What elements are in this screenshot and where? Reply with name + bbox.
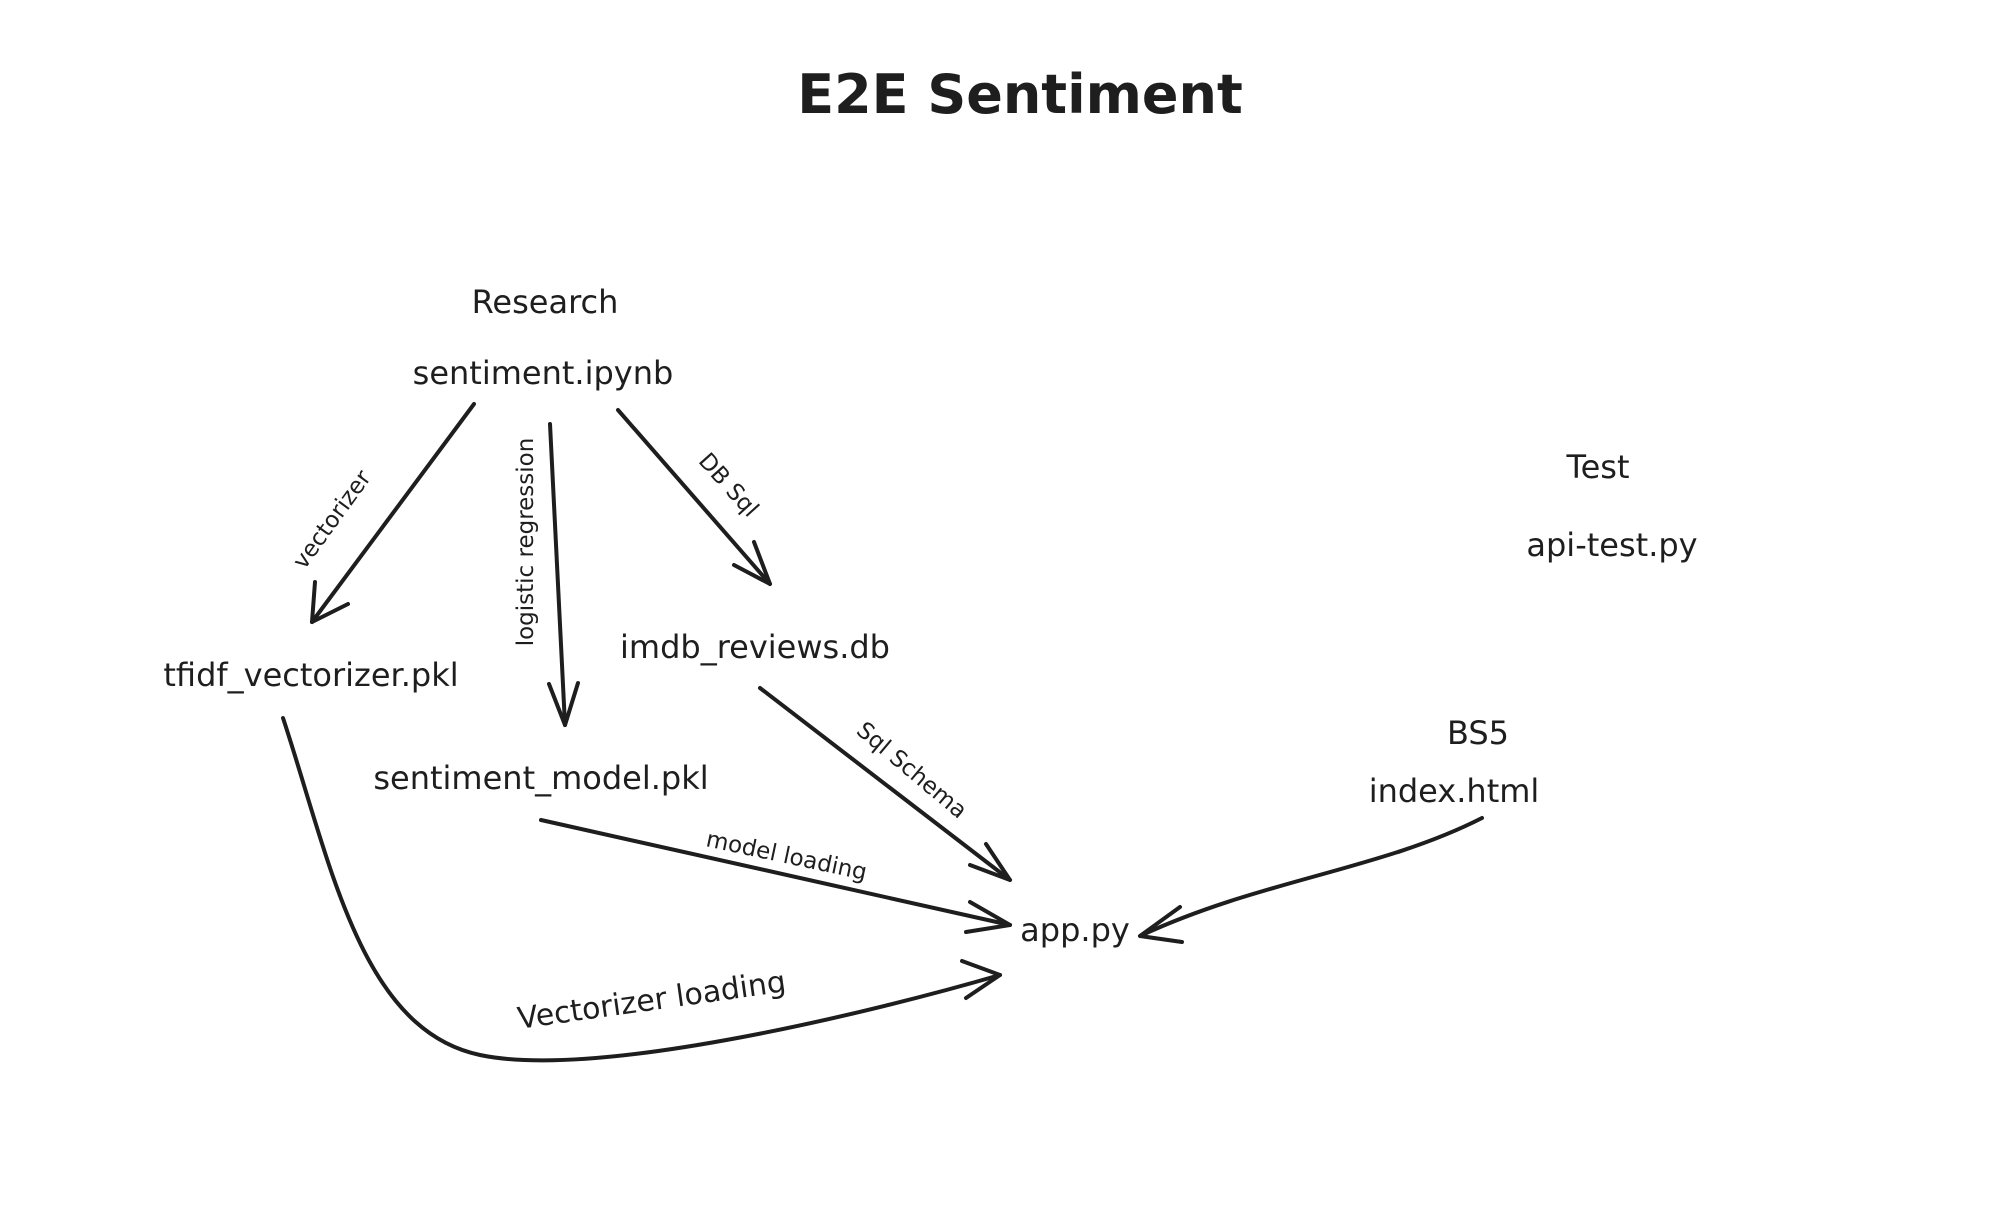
group-label-test: Test — [1565, 448, 1629, 486]
diagram-title: E2E Sentiment — [797, 63, 1243, 126]
edge-logistic-regression — [547, 422, 580, 727]
node-imdb-reviews: imdb_reviews.db — [620, 628, 890, 666]
node-sentiment-model: sentiment_model.pkl — [373, 759, 708, 797]
node-sentiment-ipynb: sentiment.ipynb — [413, 354, 674, 392]
node-index-html: index.html — [1369, 772, 1540, 810]
node-api-test: api-test.py — [1526, 526, 1697, 564]
edge-index-to-app — [1138, 816, 1484, 944]
edge-vectorizer-loading — [281, 716, 1002, 1063]
edge-db-sql — [616, 408, 772, 586]
edge-label-vectorizer: vectorizer — [288, 465, 377, 574]
edge-sql-schema — [758, 686, 1012, 882]
edge-model-loading — [539, 818, 1012, 934]
group-label-research: Research — [472, 283, 619, 321]
node-app-py: app.py — [1020, 911, 1130, 949]
node-tfidf-vectorizer: tfidf_vectorizer.pkl — [163, 656, 458, 694]
edge-label-vectorizer-loading: Vectorizer loading — [515, 964, 788, 1036]
edge-label-logistic-regression: logistic regression — [513, 438, 539, 647]
edge-vectorizer — [310, 402, 476, 624]
group-label-bs5: BS5 — [1447, 714, 1509, 752]
edge-label-db-sql: DB Sql — [693, 448, 763, 522]
